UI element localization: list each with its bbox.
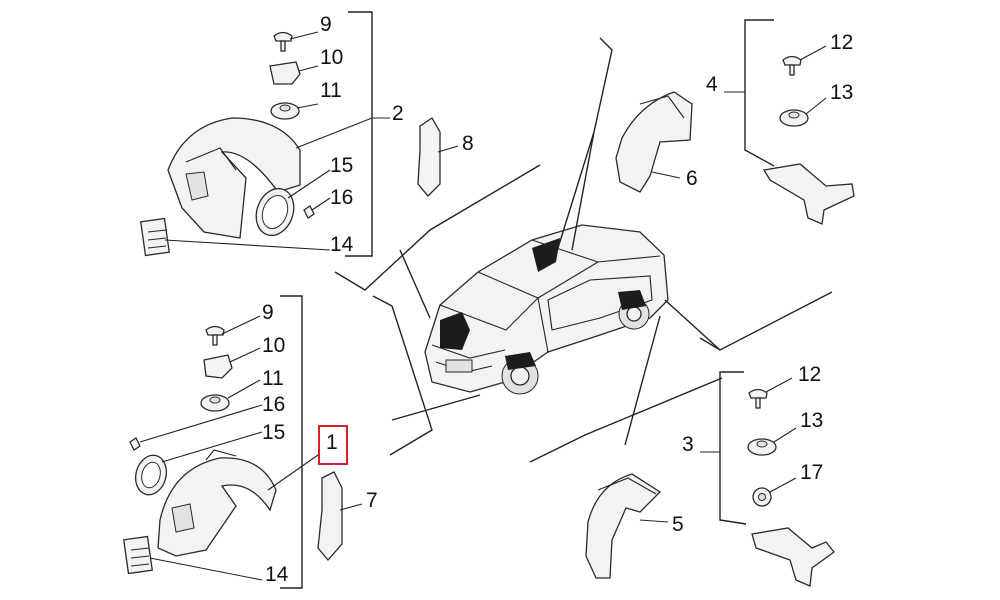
callout-6: 6 xyxy=(686,167,698,190)
callout-8: 8 xyxy=(462,132,474,155)
callout-11: 11 xyxy=(262,367,284,390)
part-8-bracket xyxy=(417,117,459,197)
part-6-liner xyxy=(615,91,693,193)
callout-15: 15 xyxy=(330,154,354,177)
leader-lines xyxy=(334,37,833,463)
callout-16: 16 xyxy=(262,393,286,416)
callout-3: 3 xyxy=(682,433,694,456)
rear-left-liner-group xyxy=(123,295,319,589)
callout-17: 17 xyxy=(800,461,824,484)
part-5-liner xyxy=(585,473,669,579)
callout-11: 11 xyxy=(320,79,342,102)
callout-13: 13 xyxy=(830,81,854,104)
callout-9: 9 xyxy=(262,301,274,324)
rear-right-group xyxy=(700,371,835,587)
callout-4: 4 xyxy=(706,73,718,96)
front-left-liner-group xyxy=(140,11,390,257)
callout-1: 1 xyxy=(326,431,338,454)
callout-15: 15 xyxy=(262,421,286,444)
callout-2: 2 xyxy=(392,102,404,125)
callout-13: 13 xyxy=(800,409,824,432)
callout-12: 12 xyxy=(830,31,854,54)
callout-7: 7 xyxy=(366,489,378,512)
part-7-bracket xyxy=(317,471,363,562)
front-right-group xyxy=(724,19,855,225)
callout-10: 10 xyxy=(320,46,344,69)
callout-10: 10 xyxy=(262,334,286,357)
car-illustration xyxy=(424,224,669,395)
callout-12: 12 xyxy=(798,363,822,386)
callout-14: 14 xyxy=(330,233,354,256)
callout-16: 16 xyxy=(330,186,354,209)
callout-14: 14 xyxy=(265,563,289,586)
callout-9: 9 xyxy=(320,13,332,36)
callout-5: 5 xyxy=(672,513,684,536)
callout-1-highlight xyxy=(318,425,348,465)
